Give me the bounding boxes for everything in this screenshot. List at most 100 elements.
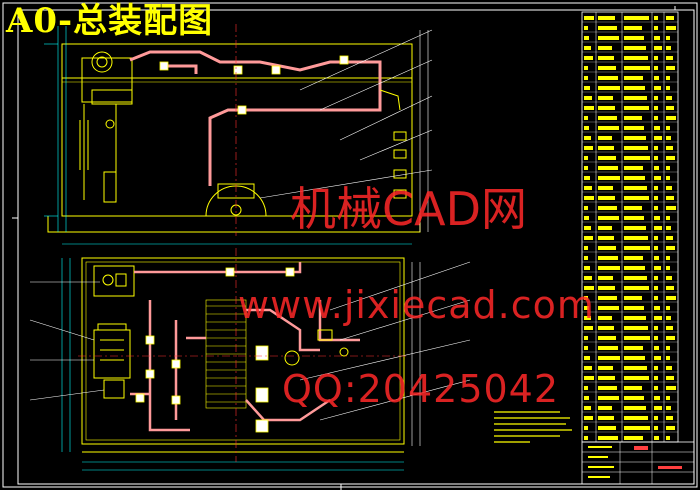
parts-list-cell [584,126,589,130]
parts-list-cell [624,136,646,140]
parts-list-cell [654,266,661,270]
parts-list-cell [598,316,612,320]
parts-list-cell [624,76,643,80]
parts-list-cell [584,56,593,60]
valves-plan [135,267,295,433]
parts-list-cell [654,36,660,40]
parts-list-cell [598,266,620,270]
plan-view [29,248,572,471]
parts-list-cell [584,86,590,90]
parts-list-cell [584,376,594,380]
parts-list-cell [598,66,616,70]
parts-list-cell [584,426,588,430]
parts-list-cell [654,366,658,370]
parts-list-cell [598,286,615,290]
parts-list-cell [584,46,591,50]
parts-list-cell [598,346,618,350]
parts-list-cell [624,156,650,160]
parts-list-cell [654,66,658,70]
parts-list-cell [654,226,662,230]
parts-list-cell [598,436,618,440]
parts-list-cell [584,406,591,410]
parts-list-cell [598,336,616,340]
parts-list-cell [624,426,650,430]
parts-list-cell [584,146,593,150]
parts-list-cell [598,366,613,370]
parts-list-cell [654,126,660,130]
parts-list-cell [584,416,593,420]
parts-list-cell [654,186,658,190]
parts-list-cell [584,326,593,330]
parts-list-cell [666,256,670,260]
parts-list-cell [624,316,646,320]
parts-list-cell [666,406,671,410]
parts-list-cell [666,26,676,30]
parts-list-cell [624,176,645,180]
parts-list-cell [624,106,649,110]
parts-list-cell [584,276,592,280]
parts-list-cell [598,196,615,200]
parts-list-cell [666,146,673,150]
parts-list-cell [666,166,670,170]
tank-outline-plan [81,257,405,445]
parts-list-cell [598,386,617,390]
parts-list-cell [584,66,588,70]
parts-list-cell [584,366,592,370]
parts-list-cell [654,176,661,180]
parts-list-cell [584,286,594,290]
parts-list-cell [584,266,590,270]
parts-list-cell [584,96,592,100]
parts-list-cell [624,326,648,330]
parts-list-cell [584,106,594,110]
parts-list-cell [666,376,674,380]
parts-list-cell [654,26,658,30]
parts-list-cell [624,36,644,40]
parts-list-cell [598,116,617,120]
parts-list-cell [584,336,588,340]
parts-list-cell [654,116,658,120]
parts-list-cell [598,326,614,330]
parts-list-cell [666,266,670,270]
parts-list-cell [666,416,673,420]
parts-list-cell [624,416,648,420]
parts-list-cell [584,206,588,210]
parts-list-cell [598,276,613,280]
parts-list-cell [624,346,643,350]
parts-list-cell [584,356,590,360]
parts-list-cell [598,206,617,210]
cooler-fins [205,299,247,409]
parts-list-cell [584,186,592,190]
front-view [44,24,433,245]
parts-list-cell [654,396,660,400]
parts-list-cell [584,296,588,300]
parts-list-cell [598,96,613,100]
parts-list-cell [598,246,616,250]
parts-list-cell [624,256,643,260]
parts-list-cell [624,286,649,290]
tank-outline-top [61,43,413,217]
parts-list-cell [624,226,646,230]
parts-list-cell [666,356,670,360]
parts-list-cell [654,146,658,150]
parts-list-cell [666,346,670,350]
parts-list-cell [654,16,658,20]
parts-list-cell [584,396,589,400]
parts-list-cell [624,216,644,220]
parts-list-cell [598,26,617,30]
parts-list-cell [654,256,659,260]
parts-list-cell [598,186,613,190]
parts-list-cell [584,226,591,230]
parts-list-cell [624,16,649,20]
parts-list-cell [654,416,658,420]
parts-list-cell [584,386,588,390]
parts-list-cell [584,166,588,170]
parts-list-cell [624,66,650,70]
parts-list-cell [584,246,588,250]
valves-top [159,55,349,115]
parts-list-cell [624,366,647,370]
dimensions-plan [61,258,404,471]
parts-list-cell [666,366,672,370]
parts-list-cell [598,176,620,180]
parts-list-cell [624,196,649,200]
